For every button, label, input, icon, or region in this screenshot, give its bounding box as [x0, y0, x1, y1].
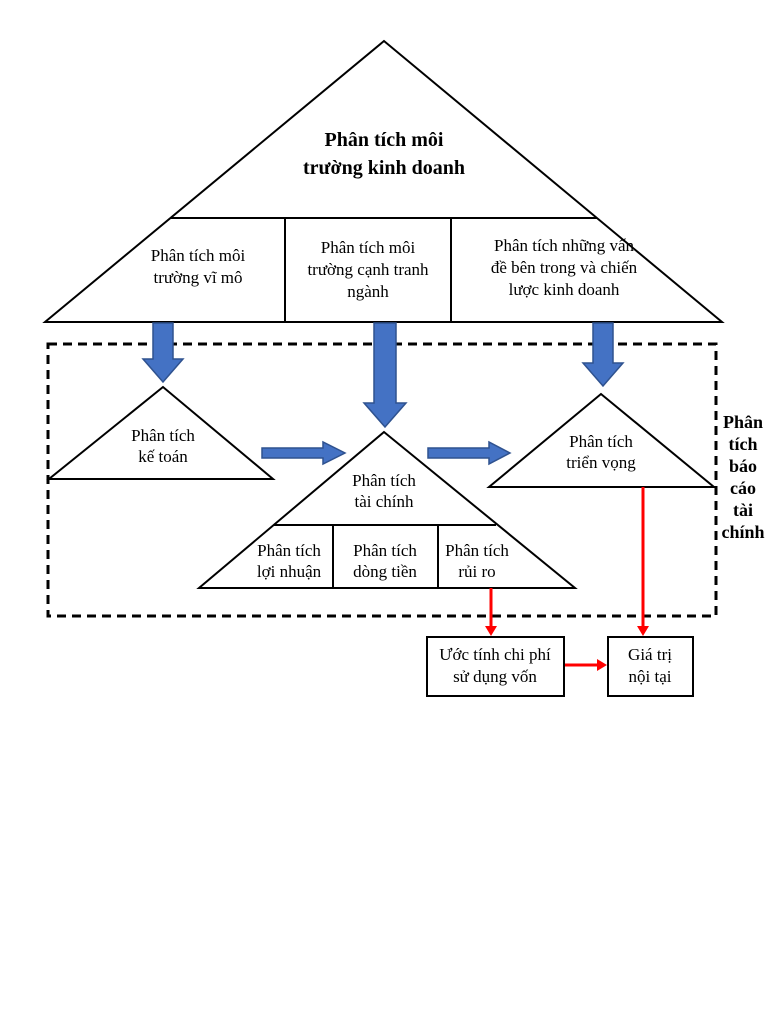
internal-strategy-label: Phân tích những vấn đề bên trong và chiế…	[490, 236, 638, 299]
accounting-triangle	[46, 385, 276, 480]
industry-competition-label: Phân tích môi trường cạnh tranh ngành	[307, 238, 429, 301]
financial-triangle	[196, 430, 578, 589]
prospective-analysis-label: Phân tích triển vọng	[566, 432, 636, 472]
accounting-analysis-label: Phân tích kế toán	[131, 426, 195, 466]
financial-statement-analysis-side-label: Phân tích báo cáo tài chính	[721, 412, 765, 542]
right-arrow-accounting-to-financial-icon	[261, 440, 347, 466]
profit-analysis-label: Phân tích lợi nhuận	[256, 541, 322, 581]
down-arrow-left-icon	[141, 322, 185, 384]
down-arrow-right-icon	[581, 322, 625, 388]
financial-analysis-label: Phân tích tài chính	[352, 471, 416, 511]
macro-environment-label: Phân tích môi trường vĩ mô	[150, 246, 246, 287]
intrinsic-value-label: Giá trị nội tại	[628, 645, 672, 686]
red-arrow-risk-to-cost-head-icon	[485, 626, 497, 636]
down-arrow-middle-icon	[362, 322, 408, 429]
house-title: Phân tích môi trường kinh doanh	[302, 129, 466, 179]
red-arrow-prospective-to-value-head-icon	[637, 626, 649, 636]
prospective-triangle	[486, 392, 717, 488]
cost-of-capital-box	[426, 636, 565, 697]
risk-analysis-label: Phân tích rủi ro	[445, 541, 509, 581]
red-arrow-cost-to-value-head-icon	[597, 659, 607, 671]
house-triangle	[42, 39, 725, 323]
cashflow-analysis-label: Phân tích dòng tiền	[353, 541, 417, 581]
cost-of-capital-label: Ước tính chi phí sử dụng vốn	[439, 645, 551, 686]
intrinsic-value-box	[607, 636, 694, 697]
right-arrow-financial-to-prospective-icon	[427, 440, 512, 466]
